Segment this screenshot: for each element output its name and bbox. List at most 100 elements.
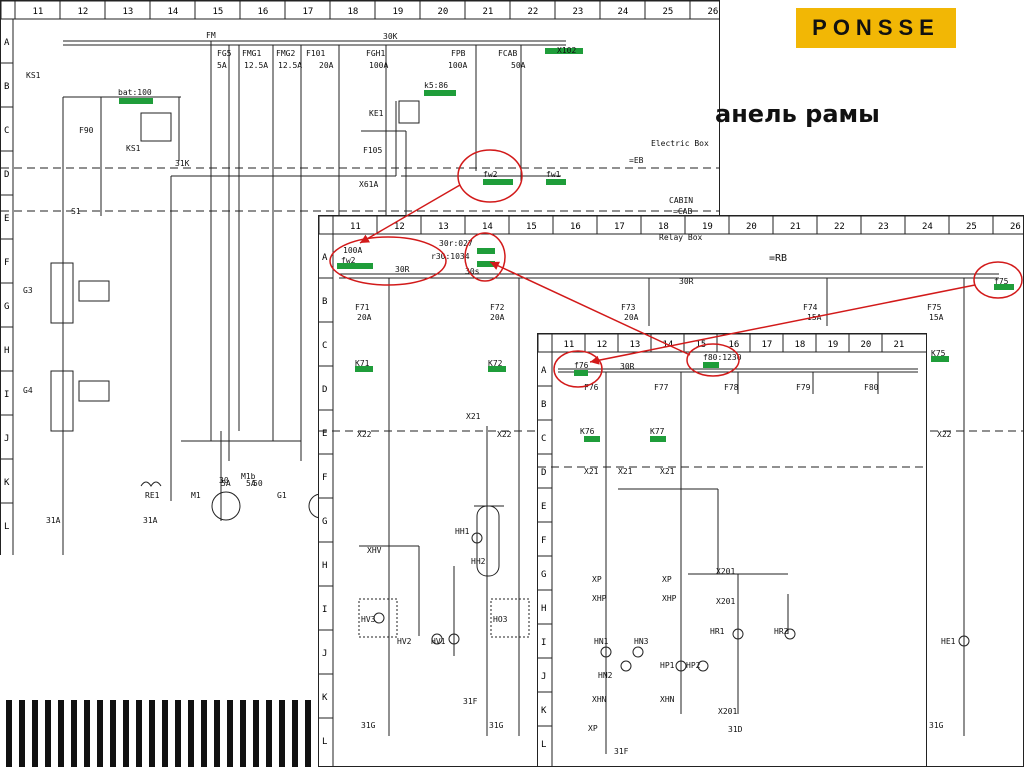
grid-column-label: 12 — [597, 340, 608, 350]
grid-column-label: 25 — [966, 222, 977, 232]
fuse-rating-label: 100A — [369, 61, 388, 70]
component-label: 30r:027 — [439, 239, 473, 248]
component-label: X201 — [716, 567, 735, 576]
component-label: 100A — [343, 246, 362, 255]
grid-row-label: C — [541, 434, 546, 444]
fuse-label: F101 — [306, 49, 325, 58]
component-label: X21 — [466, 412, 481, 421]
fuse-label: FMG1 — [242, 49, 261, 58]
grid-column-label: 20 — [438, 7, 449, 17]
component-label: KS1 — [126, 144, 141, 153]
component-label: K76 — [580, 427, 595, 436]
component-label: 31A — [46, 516, 61, 525]
component-label: XHP — [592, 594, 607, 603]
component-label: HN2 — [598, 671, 613, 680]
stripe — [58, 700, 64, 767]
grid-column-label: 14 — [663, 340, 674, 350]
component-label: HN1 — [594, 637, 609, 646]
fuse-label: F71 — [355, 303, 370, 312]
component-label: X22 — [357, 430, 372, 439]
grid-row-label: I — [541, 638, 546, 648]
grid-column-label: 18 — [348, 7, 359, 17]
grid-column-label: 11 — [350, 222, 361, 232]
grid-column-label: 21 — [894, 340, 905, 350]
stripe — [188, 700, 194, 767]
component-label: 30R — [395, 265, 410, 274]
component-label: RE1 — [145, 491, 160, 500]
stripe — [84, 700, 90, 767]
grid-row-label: J — [322, 649, 327, 659]
fuse-label: F76 — [584, 383, 599, 392]
grid-row-label: G — [4, 302, 9, 312]
fuse-label: F78 — [724, 383, 739, 392]
grid-column-label: 20 — [746, 222, 757, 232]
component-label: KE1 — [369, 109, 384, 118]
page-title: анель рамы — [715, 100, 880, 128]
grid-row-label: D — [4, 170, 9, 180]
grid-row-label: F — [541, 536, 546, 546]
component-label: X21 — [584, 467, 599, 476]
component-label: XP — [662, 575, 672, 584]
grid-column-label: 25 — [663, 7, 674, 17]
fuse-label: FMG2 — [276, 49, 295, 58]
blank-area — [0, 555, 318, 700]
fuse-label: F74 — [803, 303, 818, 312]
grid-row-label: E — [4, 214, 9, 224]
grid-column-label: 11 — [33, 7, 44, 17]
grid-row-label: H — [541, 604, 546, 614]
component-label: HH2 — [471, 557, 486, 566]
wire-tag — [424, 90, 456, 96]
component-label: fw2 — [341, 256, 356, 265]
component-label: fw1 — [546, 170, 561, 179]
component-label: HN3 — [634, 637, 649, 646]
stripe — [214, 700, 220, 767]
stripe — [136, 700, 142, 767]
stripe — [6, 700, 12, 767]
wire-tag — [703, 362, 719, 368]
fuse-label: F72 — [490, 303, 505, 312]
component-label: HO3 — [493, 615, 508, 624]
component-label: 31G — [489, 721, 504, 730]
sheet-header: Relay Box — [659, 233, 703, 242]
wire-tag — [355, 366, 373, 372]
component-label: X61A — [359, 180, 378, 189]
grid-row-label: C — [322, 341, 327, 351]
component-label: CABIN — [669, 196, 693, 205]
stripe — [305, 700, 311, 767]
grid-column-label: 13 — [438, 222, 449, 232]
component-label: 31D — [728, 725, 743, 734]
component-label: S1 — [71, 207, 81, 216]
stripe — [123, 700, 129, 767]
component-label: XHP — [662, 594, 677, 603]
fuse-rating-label: 15A — [807, 313, 822, 322]
component-label: 30 — [219, 476, 229, 485]
grid-column-label: 12 — [394, 222, 405, 232]
component-label: f76 — [574, 361, 589, 370]
component-label: XHV — [367, 546, 382, 555]
grid-column-label: 16 — [570, 222, 581, 232]
component-label: bat:100 — [118, 88, 152, 97]
stripe — [253, 700, 259, 767]
grid-row-label: B — [4, 82, 9, 92]
wire-tag — [545, 48, 583, 54]
fuse-label: FM — [206, 31, 216, 40]
fuse-rating-label: 20A — [490, 313, 505, 322]
grid-row-label: L — [322, 737, 327, 747]
component-label: G3 — [23, 286, 33, 295]
grid-column-label: 17 — [303, 7, 314, 17]
grid-column-label: 13 — [123, 7, 134, 17]
stripe — [97, 700, 103, 767]
sheet-code: =RB — [769, 253, 787, 264]
grid-row-label: B — [322, 297, 327, 307]
stripe — [32, 700, 38, 767]
fuse-label: F73 — [621, 303, 636, 312]
grid-row-label: H — [4, 346, 9, 356]
grid-column-label: 21 — [790, 222, 801, 232]
grid-column-label: 26 — [708, 7, 719, 17]
grid-row-label: F — [4, 258, 9, 268]
grid-column-label: 24 — [618, 7, 629, 17]
fuse-rating-label: 20A — [319, 61, 334, 70]
component-label: HR1 — [710, 627, 725, 636]
component-label: f75 — [994, 277, 1009, 286]
